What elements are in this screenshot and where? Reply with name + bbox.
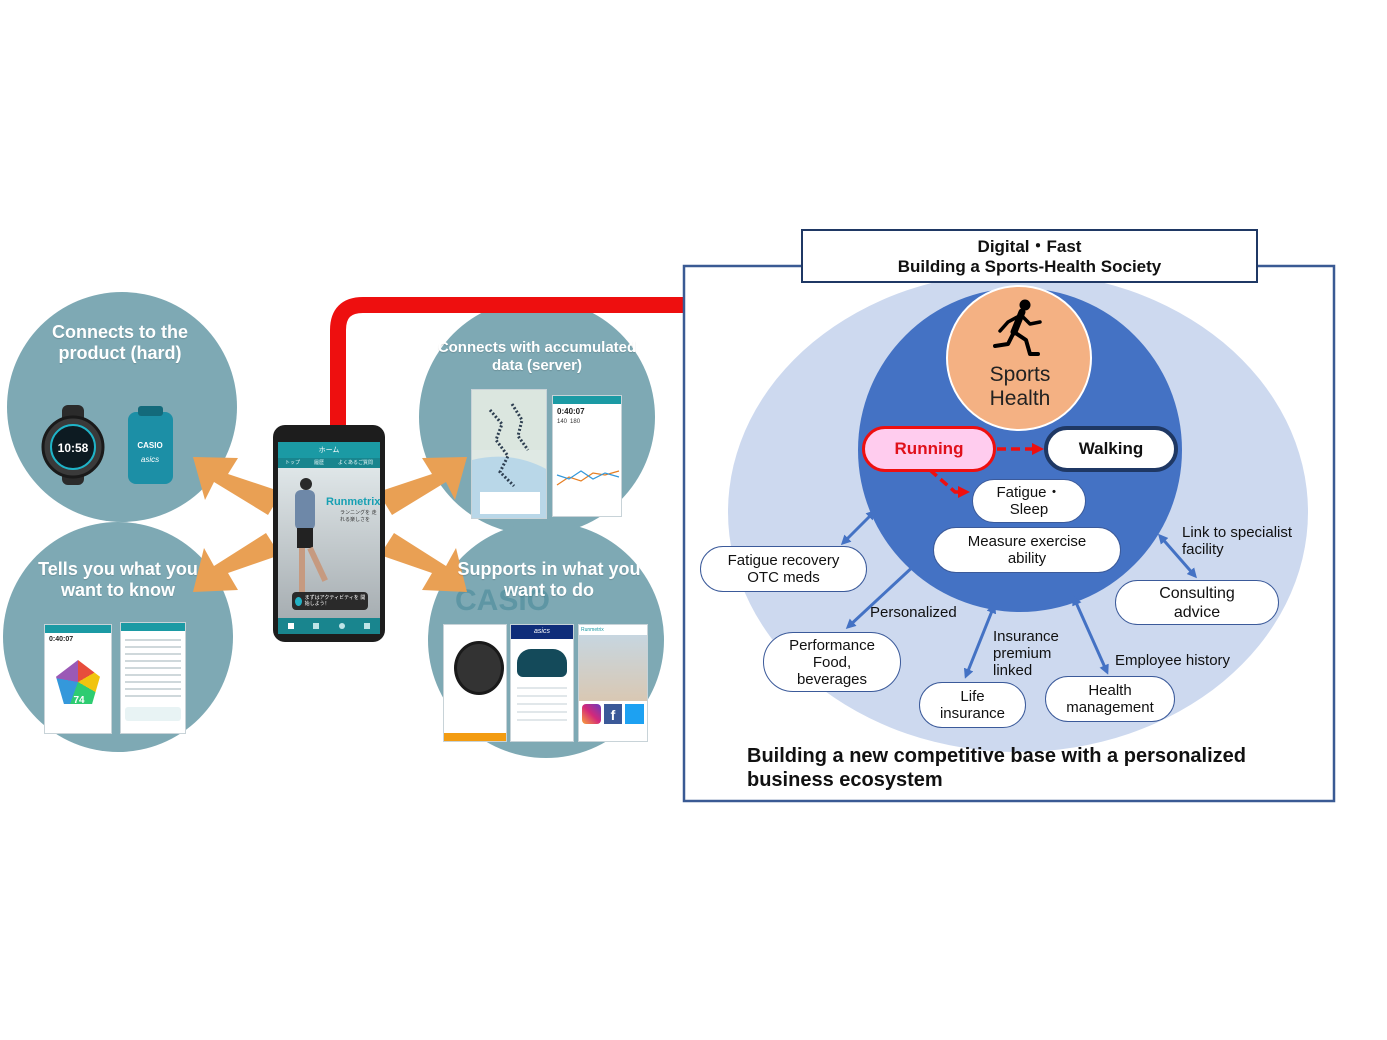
phone-tab-top[interactable]: トップ xyxy=(284,460,300,466)
header-line1: Digital・Fast xyxy=(977,237,1082,256)
facebook-icon[interactable]: f xyxy=(603,704,623,724)
phone-bottom-nav xyxy=(278,618,380,634)
supports-bg-brand: CASIO xyxy=(455,584,550,617)
phone-tabs: トップ 履歴 よくあるご質問 xyxy=(278,458,380,468)
map-screen xyxy=(471,389,547,519)
link-specialist-label: Link to specialist facility xyxy=(1182,524,1293,558)
insurance-linked-label: Insurance premium linked xyxy=(993,628,1059,679)
sports-health-circle xyxy=(946,285,1092,431)
supports-social-screen: Runmetrix f xyxy=(578,624,648,742)
phone-tagline: ランニングを 走れる楽しさを xyxy=(340,510,377,523)
running-to-fatigue-arrow xyxy=(928,468,970,498)
runner-icon xyxy=(993,299,1042,356)
phone-cta[interactable]: まずはアクティビティを 開始しよう！ xyxy=(292,592,368,610)
measure-pill: Measure exercise ability xyxy=(933,527,1121,573)
phone-screen: ホーム トップ 履歴 よくあるご質問 Runmetrix ランニングを 走れる楽… xyxy=(278,442,380,634)
orange-arrows xyxy=(193,457,467,592)
phone-header: ホーム xyxy=(278,442,380,458)
blue-arrows xyxy=(840,509,1197,679)
phone-hero: Runmetrix ランニングを 走れる楽しさを まずはアクティビティを 開始し… xyxy=(278,468,380,618)
supports-shoe-screen: asics xyxy=(510,624,574,742)
product-title: Connects to the product (hard) xyxy=(51,322,188,363)
data-title: Connects with accumulated data (server) xyxy=(437,339,637,374)
supports-title: Supports in what you want to do xyxy=(457,559,641,600)
supports-app-brand: Runmetrix xyxy=(581,627,604,633)
arrow-to-product xyxy=(193,457,282,515)
shoe-brand: asics xyxy=(511,625,573,639)
footer-text: Building a new competitive base with a p… xyxy=(747,745,1246,791)
circle-tells xyxy=(3,522,233,752)
personalized-label: Personalized xyxy=(870,604,957,621)
running-box: Running xyxy=(862,426,996,472)
tells-title: Tells you what you want to know xyxy=(38,559,198,600)
instagram-icon[interactable] xyxy=(582,704,601,724)
nav-chart-icon[interactable] xyxy=(313,623,320,629)
health-mgmt-pill: Health management xyxy=(1045,676,1175,722)
header-box: Digital・Fast Building a Sports-Health So… xyxy=(801,229,1258,283)
nav-home-icon[interactable] xyxy=(287,623,294,629)
sensor-pod-image: CASIO asics xyxy=(128,406,173,484)
arrow-otc xyxy=(840,509,877,546)
header-line2: Building a Sports-Health Society xyxy=(897,257,1162,276)
phone-app-name: Runmetrix xyxy=(326,496,380,508)
watch-image: 10:58 xyxy=(41,405,105,485)
cta-label: まずはアクティビティを 開始しよう！ xyxy=(304,595,366,607)
life-insurance-pill: Life insurance xyxy=(919,682,1026,728)
tells-screen-1: 0:40:07 74 xyxy=(44,624,112,734)
tells-screen-2 xyxy=(120,622,186,734)
runner-photo xyxy=(286,476,328,606)
core-line1: Sports xyxy=(989,363,1051,386)
nav-menu-icon[interactable] xyxy=(364,623,371,629)
supports-watch-screen xyxy=(443,624,507,742)
fatigue-sleep-pill: Fatigue・ Sleep xyxy=(972,479,1086,523)
arrow-consulting xyxy=(1158,533,1197,579)
data-stat-a: 140 xyxy=(557,419,568,425)
arrow-to-tells xyxy=(193,533,280,592)
data-time: 0:40:07 xyxy=(557,407,585,416)
walking-box: Walking xyxy=(1044,426,1178,472)
fatigue-otc-pill: Fatigue recovery OTC meds xyxy=(700,546,867,592)
phone-mockup: ホーム トップ 履歴 よくあるご質問 Runmetrix ランニングを 走れる楽… xyxy=(273,425,385,642)
core-line2: Health xyxy=(989,387,1051,410)
performance-pill: Performance Food, beverages xyxy=(763,632,901,692)
red-arrow xyxy=(330,297,915,425)
arrow-to-data xyxy=(378,457,467,515)
twitter-icon[interactable] xyxy=(625,704,645,724)
watch-time: 10:58 xyxy=(58,441,89,455)
pod-brand: CASIO xyxy=(137,441,162,450)
data-stat-b: 180 xyxy=(570,419,581,425)
map-route xyxy=(472,390,546,518)
arrow-performance xyxy=(845,559,921,630)
tells-score: 74 xyxy=(73,695,85,706)
stats-line-chart xyxy=(556,470,620,486)
employee-history-label: Employee history xyxy=(1115,652,1231,669)
phone-tab-history[interactable]: 履歴 xyxy=(313,460,324,466)
arrow-life xyxy=(963,603,997,679)
tells-time: 0:40:07 xyxy=(49,636,74,643)
cta-icon xyxy=(295,596,302,606)
pod-brand2: asics xyxy=(141,455,159,464)
arrow-to-supports xyxy=(380,533,467,592)
phone-tab-faq[interactable]: よくあるご質問 xyxy=(337,460,373,466)
nav-gear-icon[interactable] xyxy=(338,623,345,629)
stats-screen: 0:40:07 140 180 xyxy=(552,395,622,517)
consulting-pill: Consulting advice xyxy=(1115,580,1279,625)
arrow-health xyxy=(1072,595,1109,675)
